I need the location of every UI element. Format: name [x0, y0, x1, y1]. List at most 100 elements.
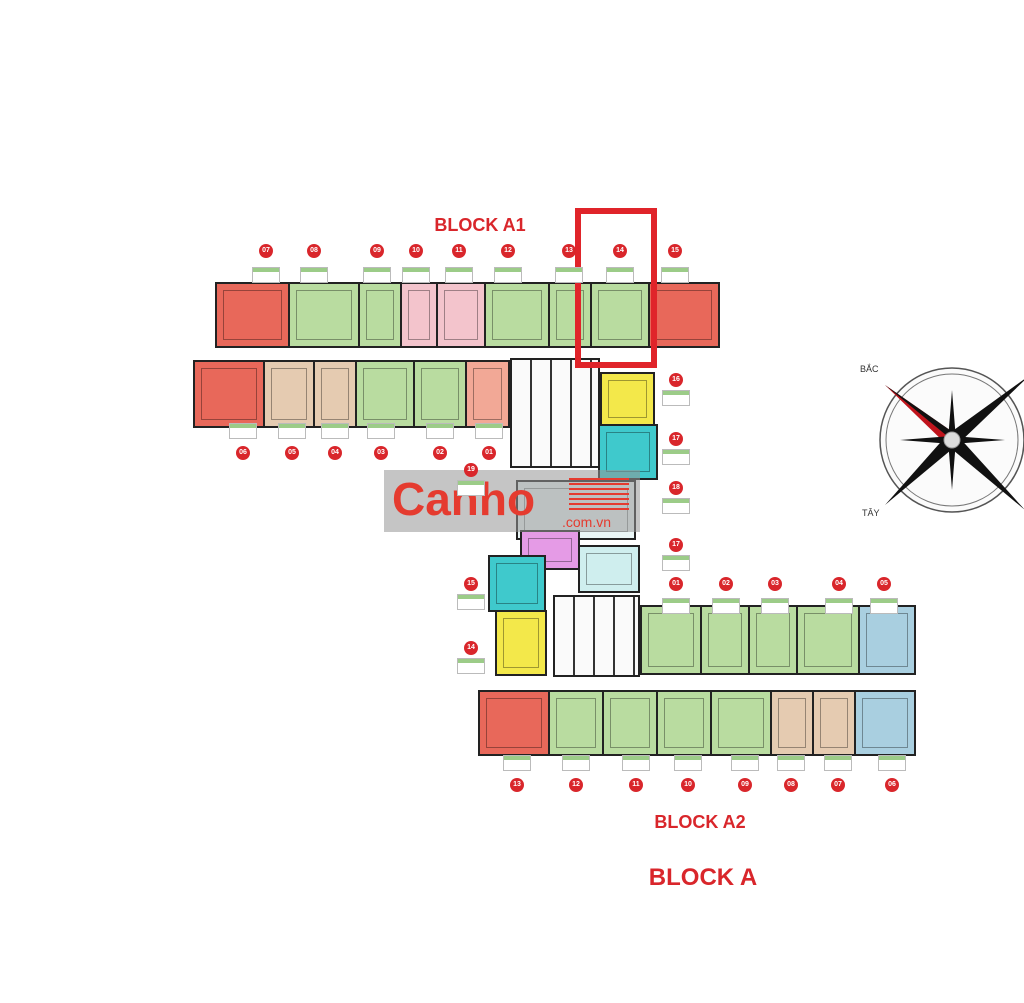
- block-a1-title: BLOCK A1: [434, 215, 526, 235]
- unit-area-tag: [402, 267, 430, 283]
- unit-number-badge: 01: [669, 577, 683, 591]
- unit-a2-07: [812, 690, 856, 756]
- unit-number-badge: 01: [482, 446, 496, 460]
- unit-area-tag: [278, 423, 306, 439]
- unit-number-badge: 11: [629, 778, 643, 792]
- unit-area-tag: [606, 267, 634, 283]
- unit-number-badge: 12: [569, 778, 583, 792]
- unit-number-badge: 05: [877, 577, 891, 591]
- unit-area-tag: [674, 755, 702, 771]
- unit-a1-12: [484, 282, 550, 348]
- unit-area-tag: [878, 755, 906, 771]
- unit-number-badge: 13: [510, 778, 524, 792]
- unit-a1-07: [215, 282, 290, 348]
- unit-number-badge: 13: [562, 244, 576, 258]
- unit-area-tag: [662, 598, 690, 614]
- unit-a2-13: [478, 690, 550, 756]
- unit-a2-06: [854, 690, 916, 756]
- unit-a1-10: [400, 282, 438, 348]
- unit-number-badge: 03: [768, 577, 782, 591]
- unit-a1-15: [648, 282, 720, 348]
- unit-area-tag: [712, 598, 740, 614]
- unit-area-tag: [562, 755, 590, 771]
- unit-a2-10: [656, 690, 712, 756]
- unit-area-tag: [475, 423, 503, 439]
- unit-number-badge: 10: [681, 778, 695, 792]
- unit-number-badge: 19: [464, 463, 478, 477]
- unit-area-tag: [622, 755, 650, 771]
- unit-area-tag: [457, 658, 485, 674]
- unit-area-tag: [367, 423, 395, 439]
- compass-west-label: TÂY: [862, 508, 880, 518]
- unit-a1-09: [358, 282, 402, 348]
- unit-number-badge: 15: [464, 577, 478, 591]
- elevator-core-a2: [553, 595, 640, 677]
- unit-number-badge: 10: [409, 244, 423, 258]
- unit-area-tag: [494, 267, 522, 283]
- unit-number-badge: 11: [452, 244, 466, 258]
- unit-number-badge: 15: [668, 244, 682, 258]
- unit-number-badge: 04: [328, 446, 342, 460]
- building-logo-icon: [569, 476, 629, 510]
- unit-area-tag: [229, 423, 257, 439]
- unit-a2-15: [488, 555, 546, 612]
- unit-area-tag: [503, 755, 531, 771]
- unit-a1-14: [590, 282, 650, 348]
- watermark: Canho .com.vn: [384, 470, 640, 532]
- unit-a1-08: [288, 282, 360, 348]
- unit-area-tag: [761, 598, 789, 614]
- unit-area-tag: [300, 267, 328, 283]
- unit-number-badge: 09: [370, 244, 384, 258]
- unit-area-tag: [363, 267, 391, 283]
- unit-a2-04: [796, 605, 860, 675]
- unit-area-tag: [426, 423, 454, 439]
- unit-a2-02: [700, 605, 750, 675]
- block-a2-title: BLOCK A2: [654, 812, 746, 832]
- unit-a2-12: [548, 690, 604, 756]
- unit-a2-03: [748, 605, 798, 675]
- unit-a1-03: [355, 360, 415, 428]
- unit-number-badge: 17: [669, 538, 683, 552]
- unit-a2-11: [602, 690, 658, 756]
- unit-number-badge: 17: [669, 432, 683, 446]
- unit-area-tag: [321, 423, 349, 439]
- unit-area-tag: [252, 267, 280, 283]
- unit-a2-14: [495, 610, 547, 676]
- unit-number-badge: 05: [285, 446, 299, 460]
- unit-a1-02: [413, 360, 467, 428]
- unit-area-tag: [662, 390, 690, 406]
- unit-area-tag: [824, 755, 852, 771]
- compass-north-label: BẮC: [860, 364, 879, 374]
- unit-number-badge: 08: [307, 244, 321, 258]
- unit-a2-08: [770, 690, 814, 756]
- block-a-title: BLOCK A: [648, 864, 758, 891]
- unit-area-tag: [777, 755, 805, 771]
- unit-area-tag: [661, 267, 689, 283]
- elevator-core-a1: [510, 358, 600, 468]
- unit-number-badge: 02: [433, 446, 447, 460]
- compass-icon: [879, 367, 1024, 513]
- watermark-domain: .com.vn: [562, 514, 612, 530]
- unit-a1-13: [548, 282, 592, 348]
- unit-area-tag: [825, 598, 853, 614]
- unit-a1-06: [193, 360, 265, 428]
- unit-a2-09: [710, 690, 772, 756]
- unit-number-badge: 14: [464, 641, 478, 655]
- unit-number-badge: 18: [669, 481, 683, 495]
- unit-number-badge: 07: [259, 244, 273, 258]
- unit-area-tag: [731, 755, 759, 771]
- unit-number-badge: 03: [374, 446, 388, 460]
- unit-a1-05: [263, 360, 315, 428]
- unit-number-badge: 06: [236, 446, 250, 460]
- unit-area-tag: [445, 267, 473, 283]
- unit-a1-04: [313, 360, 357, 428]
- unit-number-badge: 14: [613, 244, 627, 258]
- unit-number-badge: 06: [885, 778, 899, 792]
- unit-area-tag: [662, 498, 690, 514]
- unit-a1-17b: [578, 545, 640, 593]
- unit-area-tag: [457, 480, 485, 496]
- unit-number-badge: 07: [831, 778, 845, 792]
- unit-a2-01: [640, 605, 702, 675]
- unit-a1-01: [465, 360, 510, 428]
